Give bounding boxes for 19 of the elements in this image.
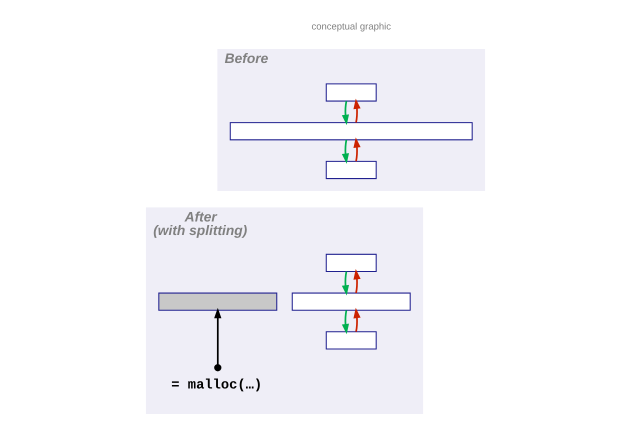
node-box xyxy=(158,292,278,311)
arrow xyxy=(342,271,350,296)
node-box xyxy=(230,122,473,140)
node-box xyxy=(326,83,377,102)
arrow xyxy=(353,98,361,123)
arrow xyxy=(353,269,361,294)
arrow xyxy=(214,308,222,372)
arrow xyxy=(342,140,350,164)
arrow xyxy=(342,101,350,126)
label: conceptual graphic xyxy=(311,21,391,32)
arrow xyxy=(353,308,361,332)
arrow xyxy=(353,137,361,162)
node-box xyxy=(326,254,377,272)
node-box xyxy=(326,160,377,180)
node-box xyxy=(326,331,377,350)
cluster: Before xyxy=(217,48,486,192)
arrow xyxy=(342,310,350,334)
node-box xyxy=(292,292,411,311)
node-text: = malloc(…) xyxy=(171,378,262,394)
